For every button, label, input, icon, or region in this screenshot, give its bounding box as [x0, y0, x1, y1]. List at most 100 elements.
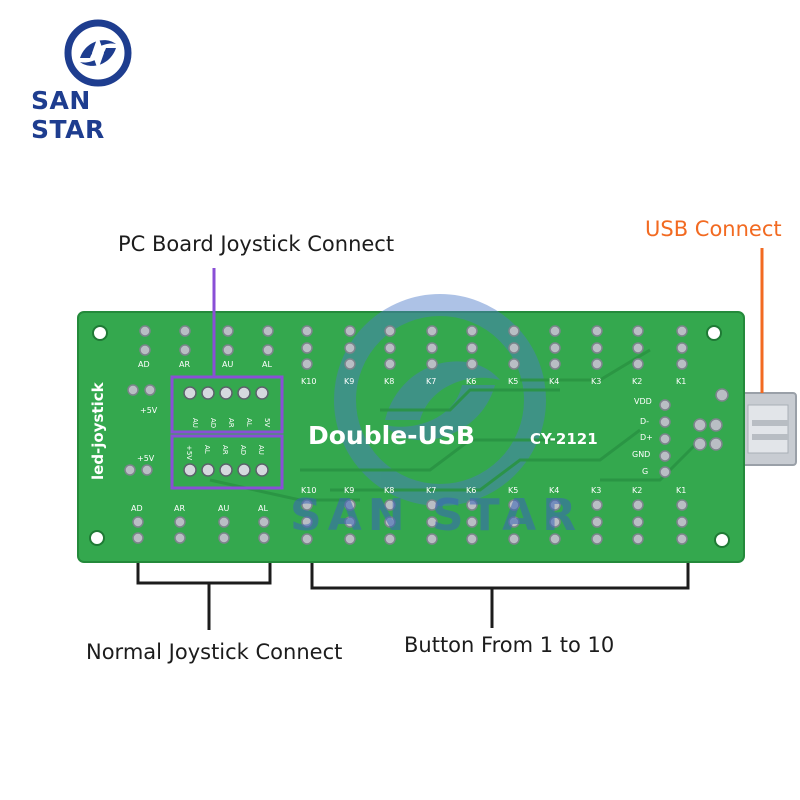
top-button-label: K9 — [344, 377, 354, 386]
brand-logo: SAN STAR — [28, 18, 168, 144]
button-pin — [549, 533, 561, 545]
button-pin — [466, 358, 478, 370]
button-pin — [466, 533, 478, 545]
button-pin — [591, 499, 603, 511]
button-pin — [591, 325, 603, 337]
watermark-emblem — [334, 294, 546, 506]
button-pin — [676, 358, 688, 370]
pc-pin-label: AU — [257, 445, 265, 455]
button-pin — [632, 533, 644, 545]
button-pin — [676, 342, 688, 354]
pc-pin-label: AL — [203, 445, 211, 454]
button-pin — [466, 516, 478, 528]
pc-pin-label: AL — [245, 418, 253, 427]
bottom-button-label: K8 — [384, 486, 394, 495]
button-pin — [344, 533, 356, 545]
button-pin — [384, 533, 396, 545]
pc-board-joystick-label: PC Board Joystick Connect — [118, 232, 395, 256]
button-pin — [344, 499, 356, 511]
pc-pin-label: +5V — [185, 445, 193, 460]
normal-joystick-label: Normal Joystick Connect — [86, 640, 343, 664]
button-pin — [384, 325, 396, 337]
button-pin — [632, 325, 644, 337]
button-pin — [591, 358, 603, 370]
usb-pin-label: VDD — [634, 397, 652, 406]
button-pin — [508, 533, 520, 545]
button-pin — [344, 325, 356, 337]
button-pin — [426, 516, 438, 528]
button-pin — [549, 342, 561, 354]
pc-pin-label: AR — [221, 445, 229, 455]
button-pin — [384, 516, 396, 528]
button-pin — [549, 499, 561, 511]
button-pin — [344, 342, 356, 354]
bottom-button-label: K9 — [344, 486, 354, 495]
top-button-label: K5 — [508, 377, 518, 386]
usb-pin-label: D+ — [640, 433, 653, 442]
button-pin — [591, 516, 603, 528]
brand-name: SAN STAR — [31, 86, 105, 144]
button-pin — [632, 499, 644, 511]
buttons-label: Button From 1 to 10 — [404, 633, 615, 657]
bottom-button-label: K3 — [591, 486, 601, 495]
button-pin — [632, 358, 644, 370]
button-pin — [508, 342, 520, 354]
side-label: led-joystick — [89, 381, 107, 480]
top-button-label: K8 — [384, 377, 394, 386]
usb-pin-label: D- — [640, 417, 649, 426]
button-pin — [301, 533, 313, 545]
power-label: +5V — [140, 406, 158, 415]
watermark-text: SAN STAR — [290, 490, 582, 541]
button-pin — [466, 499, 478, 511]
button-pin — [508, 358, 520, 370]
button-pin — [384, 358, 396, 370]
top-dir-label: AU — [222, 360, 233, 369]
bottom-dir-label: AD — [131, 504, 143, 513]
button-pin — [549, 516, 561, 528]
button-pin — [508, 516, 520, 528]
bottom-button-label: K2 — [632, 486, 642, 495]
pc-pin-label: AD — [209, 418, 217, 428]
top-button-label: K2 — [632, 377, 642, 386]
bottom-button-label: K5 — [508, 486, 518, 495]
bottom-button-label: K7 — [426, 486, 436, 495]
button-pin — [591, 342, 603, 354]
button-pin — [301, 499, 313, 511]
button-pin — [384, 499, 396, 511]
usb-pin-label: G — [642, 467, 648, 476]
top-button-label: K4 — [549, 377, 559, 386]
board-title: Double-USB — [308, 421, 475, 450]
button-pin — [301, 358, 313, 370]
button-pin — [632, 516, 644, 528]
top-button-label: K1 — [676, 377, 686, 386]
top-button-label: K6 — [466, 377, 476, 386]
bottom-button-label: K4 — [549, 486, 559, 495]
pc-pin-label: AR — [227, 418, 235, 428]
pc-pin-label: AU — [191, 418, 199, 428]
button-pin — [301, 516, 313, 528]
button-pin — [301, 325, 313, 337]
button-pin — [466, 325, 478, 337]
button-pin — [549, 358, 561, 370]
button-pin — [426, 325, 438, 337]
usb-pin-label: GND — [632, 450, 650, 459]
pc-pin-label: 5V — [263, 418, 271, 427]
button-pin — [676, 499, 688, 511]
button-pin — [508, 499, 520, 511]
button-pin — [344, 516, 356, 528]
button-pin — [426, 499, 438, 511]
top-dir-label: AL — [262, 360, 272, 369]
annotation-brackets — [136, 563, 690, 630]
pc-header-highlight — [170, 268, 284, 490]
button-pin — [676, 533, 688, 545]
top-button-label: K3 — [591, 377, 601, 386]
button-pin — [591, 533, 603, 545]
button-pin — [466, 342, 478, 354]
top-dir-label: AD — [138, 360, 150, 369]
usb-connect-label: USB Connect — [645, 217, 782, 241]
button-pin — [426, 533, 438, 545]
power-label: +5V — [137, 454, 155, 463]
button-pin — [549, 325, 561, 337]
brand-emblem-icon — [64, 19, 132, 87]
pc-pin-label: AD — [239, 445, 247, 455]
